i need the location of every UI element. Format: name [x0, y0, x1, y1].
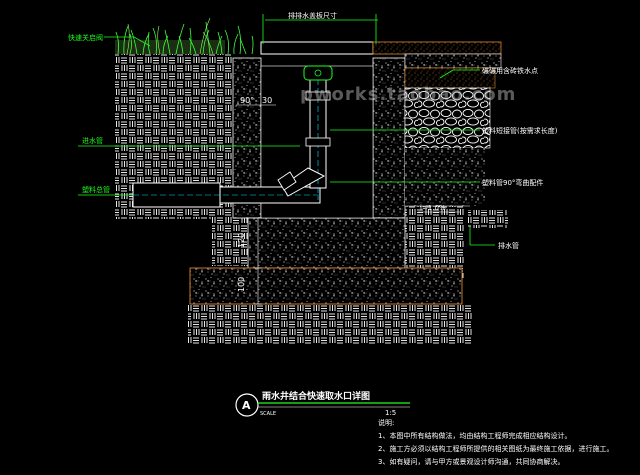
title-block: A 雨水井结合快速取水口详图 SCALE 1:5	[235, 390, 410, 417]
watermark: pworks.taobao.com	[300, 84, 516, 105]
dim-120: 120	[237, 233, 246, 248]
notes-block: 说明: 1、本图中所有结构做法，均由结构工程师完成相应结构设计。 2、施工方必须…	[378, 418, 613, 466]
leader-lines	[78, 14, 495, 246]
title-scale-label: SCALE	[260, 411, 276, 417]
paving-layers	[260, 41, 502, 207]
dim-30: 30	[262, 96, 272, 105]
grass-layer	[115, 17, 254, 55]
dimension-lines	[236, 104, 460, 305]
label-fast-quick-lid: 快速关启阀	[68, 33, 103, 42]
note-item: 2、施工方必须以结构工程师所提供的相关图纸为最终施工依据，进行施工。	[378, 444, 613, 453]
note-item: 3、如有疑问，请与甲方或景观设计师沟通，共同协商解决。	[378, 457, 564, 466]
label-plastic-main-pipe: 塑料总管	[82, 185, 110, 194]
title-scale: 1:5	[385, 409, 396, 417]
label-plastic-short-pipe: 塑料短接管(按需求长度)	[482, 126, 558, 135]
title-symbol: A	[242, 399, 251, 412]
title-text: 雨水井结合快速取水口详图	[262, 390, 370, 402]
label-drain-pipe: 排水管	[498, 241, 519, 250]
dim-100: 100	[237, 277, 246, 292]
label-slope: i=1.0%	[420, 204, 446, 212]
dim-angle: 90°	[240, 96, 254, 105]
label-gravel-fill: 碾碾用含砖铁水点	[482, 66, 538, 75]
label-inlet-pipe: 进水管	[82, 136, 103, 145]
note-item: 1、本图中所有结构做法，均由结构工程师完成相应结构设计。	[378, 431, 571, 440]
label-outlet-cover-size: 排排水盖板尺寸	[288, 11, 337, 20]
notes-heading: 说明:	[378, 418, 394, 427]
label-plastic-90-elbow: 塑料管90°弯曲配件	[482, 178, 543, 187]
pipe-system	[132, 65, 333, 208]
